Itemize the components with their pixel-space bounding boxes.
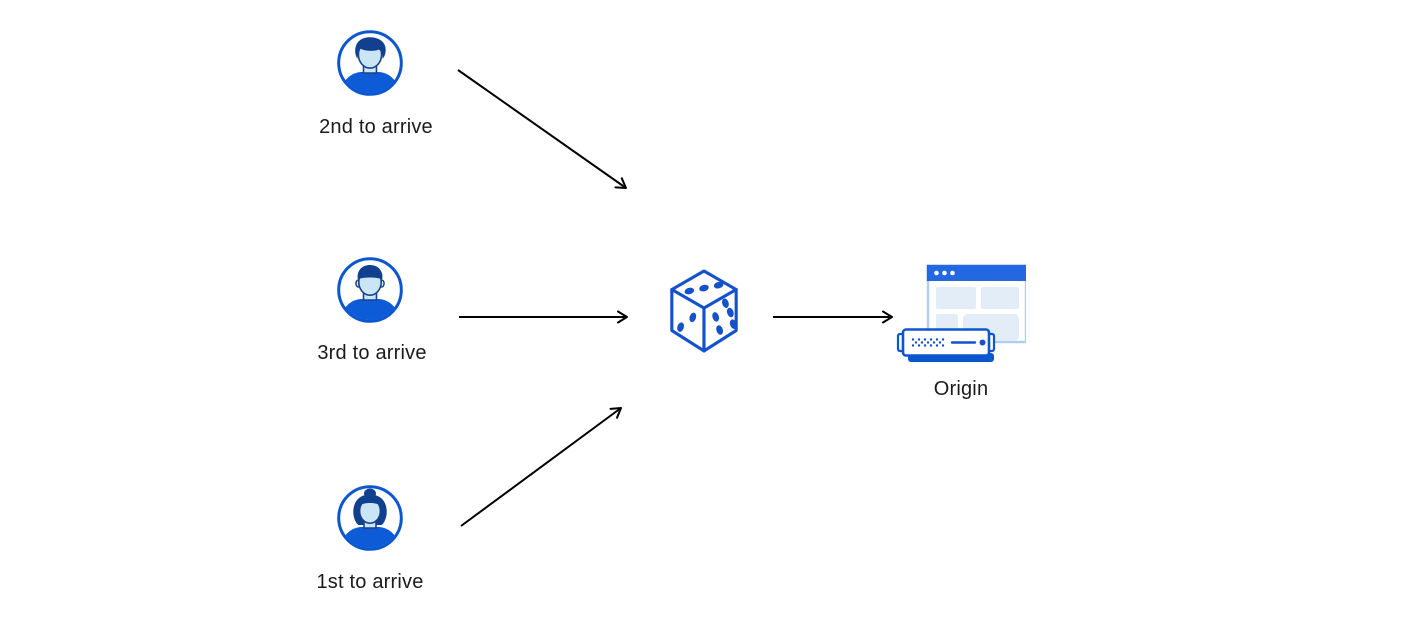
origin-server-icon [896,264,1026,362]
node-client-third [337,257,403,323]
node-label-client-third: 3rd to arrive [317,342,427,364]
arrow-second-to-selector [457,69,627,189]
node-client-second [337,30,403,96]
user-male-avatar-icon [337,30,403,96]
arrow-first-to-selector [460,407,622,527]
user-female-avatar-icon [337,485,403,551]
node-label-origin: Origin [933,378,989,400]
dice-icon [670,269,738,353]
node-label-client-second: 2nd to arrive [319,116,433,138]
node-random-selector [665,268,743,354]
user-male-avatar-icon [337,257,403,323]
node-origin [896,258,1026,370]
node-label-client-first: 1st to arrive [316,571,424,593]
node-client-first [337,485,403,551]
